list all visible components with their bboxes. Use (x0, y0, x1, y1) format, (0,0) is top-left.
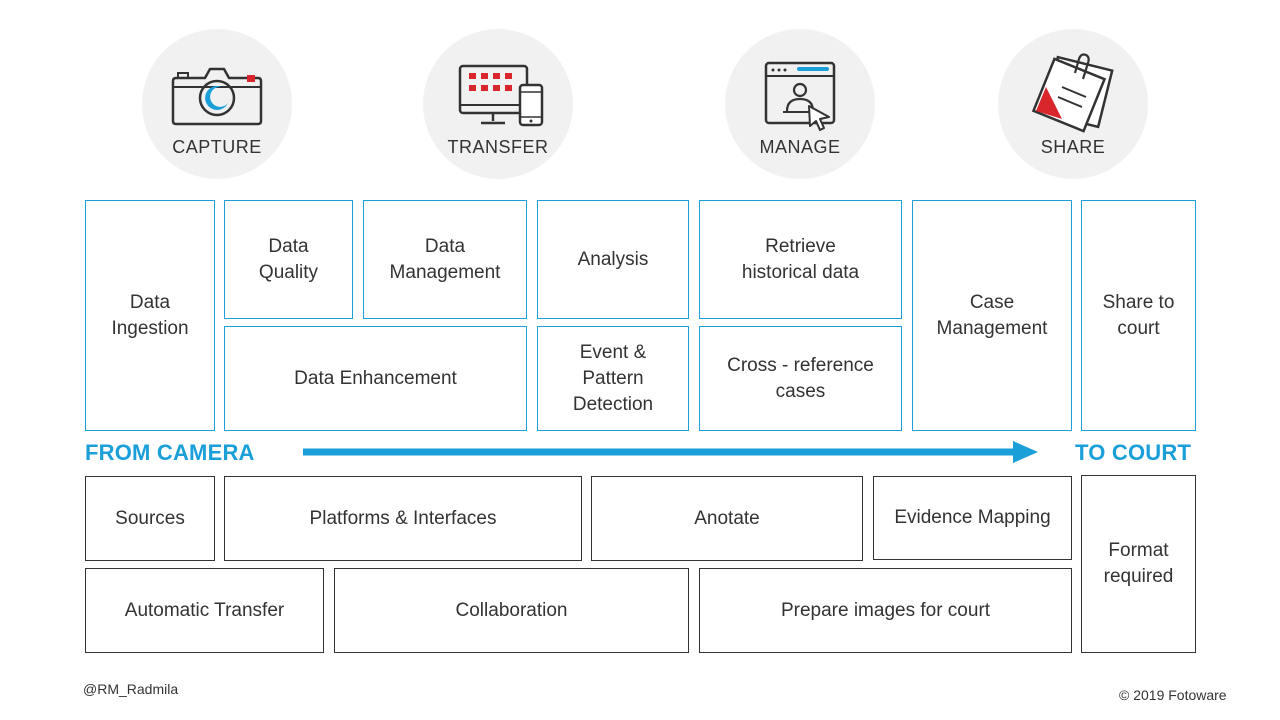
box-data-ingestion-label: Data Ingestion (111, 291, 189, 339)
stage-capture: CAPTURE (142, 29, 292, 179)
box-evidence-mapping-label: Evidence Mapping (894, 507, 1051, 528)
box-cross-reference-label: Cross - reference cases (727, 354, 874, 402)
box-retrieve-historical-label: Retrieve historical data (741, 235, 860, 283)
box-prepare-images: Prepare images for court (699, 568, 1072, 653)
box-event-pattern-label: Event & Pattern Detection (572, 341, 654, 415)
box-automatic-transfer: Automatic Transfer (85, 568, 324, 653)
stage-label-manage: MANAGE (759, 137, 841, 157)
box-data-quality: Data Quality (224, 200, 353, 319)
box-platforms-label: Platforms & Interfaces (309, 507, 497, 529)
box-data-ingestion: Data Ingestion (85, 200, 215, 431)
to-court-label: TO COURT (1075, 440, 1192, 465)
box-share-to-court-label: Share to court (1102, 291, 1175, 339)
box-prepare-images-label: Prepare images for court (780, 599, 991, 621)
camera-icon (171, 67, 263, 126)
documents-clip-icon (1031, 53, 1114, 133)
copyright-notice: © 2019 Fotoware (1119, 687, 1227, 703)
box-data-enhancement: Data Enhancement (224, 326, 527, 431)
box-data-enhancement-label: Data Enhancement (294, 367, 457, 389)
stage-label-capture: CAPTURE (172, 137, 262, 157)
box-collaboration: Collaboration (334, 568, 689, 653)
from-camera-label: FROM CAMERA (85, 440, 255, 465)
box-anotate: Anotate (591, 476, 863, 561)
box-evidence-mapping: Evidence Mapping (873, 476, 1072, 560)
box-analysis: Analysis (537, 200, 689, 319)
box-automatic-transfer-label: Automatic Transfer (124, 599, 285, 621)
stage-label-share: SHARE (1040, 137, 1106, 157)
box-cross-reference: Cross - reference cases (699, 326, 902, 431)
box-format-required: Format required (1081, 475, 1196, 653)
stage-manage: MANAGE (725, 29, 875, 179)
box-data-quality-label: Data Quality (258, 235, 319, 283)
stage-transfer: TRANSFER (423, 29, 573, 179)
box-sources: Sources (85, 476, 215, 561)
box-data-management: Data Management (363, 200, 527, 319)
box-case-management-label: Case Management (936, 291, 1048, 339)
box-sources-label: Sources (115, 507, 185, 529)
stage-share: SHARE (998, 29, 1148, 179)
browser-user-icon (764, 61, 836, 131)
box-anotate-label: Anotate (694, 507, 760, 529)
box-share-to-court: Share to court (1081, 200, 1196, 431)
box-event-pattern: Event & Pattern Detection (537, 326, 689, 431)
box-analysis-label: Analysis (577, 248, 649, 270)
box-case-management: Case Management (912, 200, 1072, 431)
box-platforms: Platforms & Interfaces (224, 476, 582, 561)
author-credit: @RM_Radmila (83, 681, 179, 697)
box-format-required-label: Format required (1103, 540, 1174, 587)
box-retrieve-historical: Retrieve historical data (699, 200, 902, 319)
box-data-management-label: Data Management (389, 235, 501, 283)
devices-icon (458, 64, 544, 127)
box-collaboration-label: Collaboration (455, 599, 568, 621)
flow-arrow-icon (303, 441, 1038, 463)
stage-label-transfer: TRANSFER (447, 137, 549, 157)
